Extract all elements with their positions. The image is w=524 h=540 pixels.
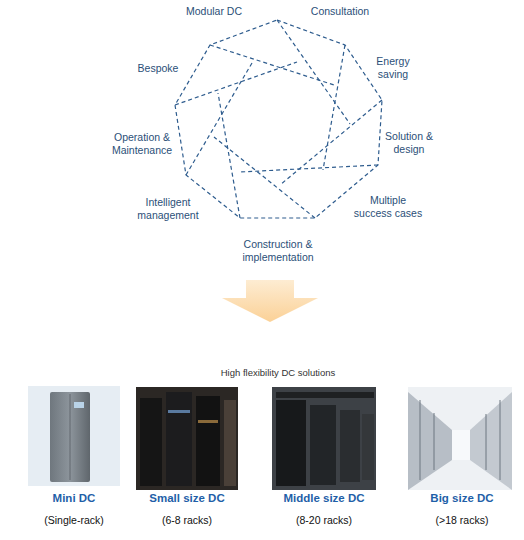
category-label: Energy saving (368, 55, 418, 80)
category-label: Multiple success cases (352, 194, 424, 219)
category-label: Bespoke (128, 62, 188, 75)
aperture-figure (175, 20, 382, 218)
rack-count: (Single-rack) (19, 514, 129, 527)
solution-name: Mini DC (19, 492, 129, 506)
big-dc-photo (408, 387, 512, 490)
section-heading: High flexibility DC solutions (168, 367, 388, 378)
mini-dc-photo (28, 386, 120, 486)
middle-dc-photo (272, 387, 376, 490)
rack-count: (>18 racks) (407, 514, 517, 527)
solution-name: Small size DC (132, 492, 242, 506)
rack-count: (8-20 racks) (269, 514, 379, 527)
category-label: Consultation (300, 5, 380, 18)
small-dc-photo (136, 387, 238, 490)
category-label: Modular DC (174, 5, 254, 18)
rack-count: (6-8 racks) (132, 514, 242, 527)
down-arrow (222, 280, 318, 322)
category-label: Construction & implementation (231, 238, 326, 263)
solution-name: Middle size DC (269, 492, 379, 506)
category-label: Intelligent management (133, 196, 203, 221)
category-label: Operation & Maintenance (104, 131, 180, 156)
solution-name: Big size DC (407, 492, 517, 506)
category-label: Solution & design (381, 130, 437, 155)
